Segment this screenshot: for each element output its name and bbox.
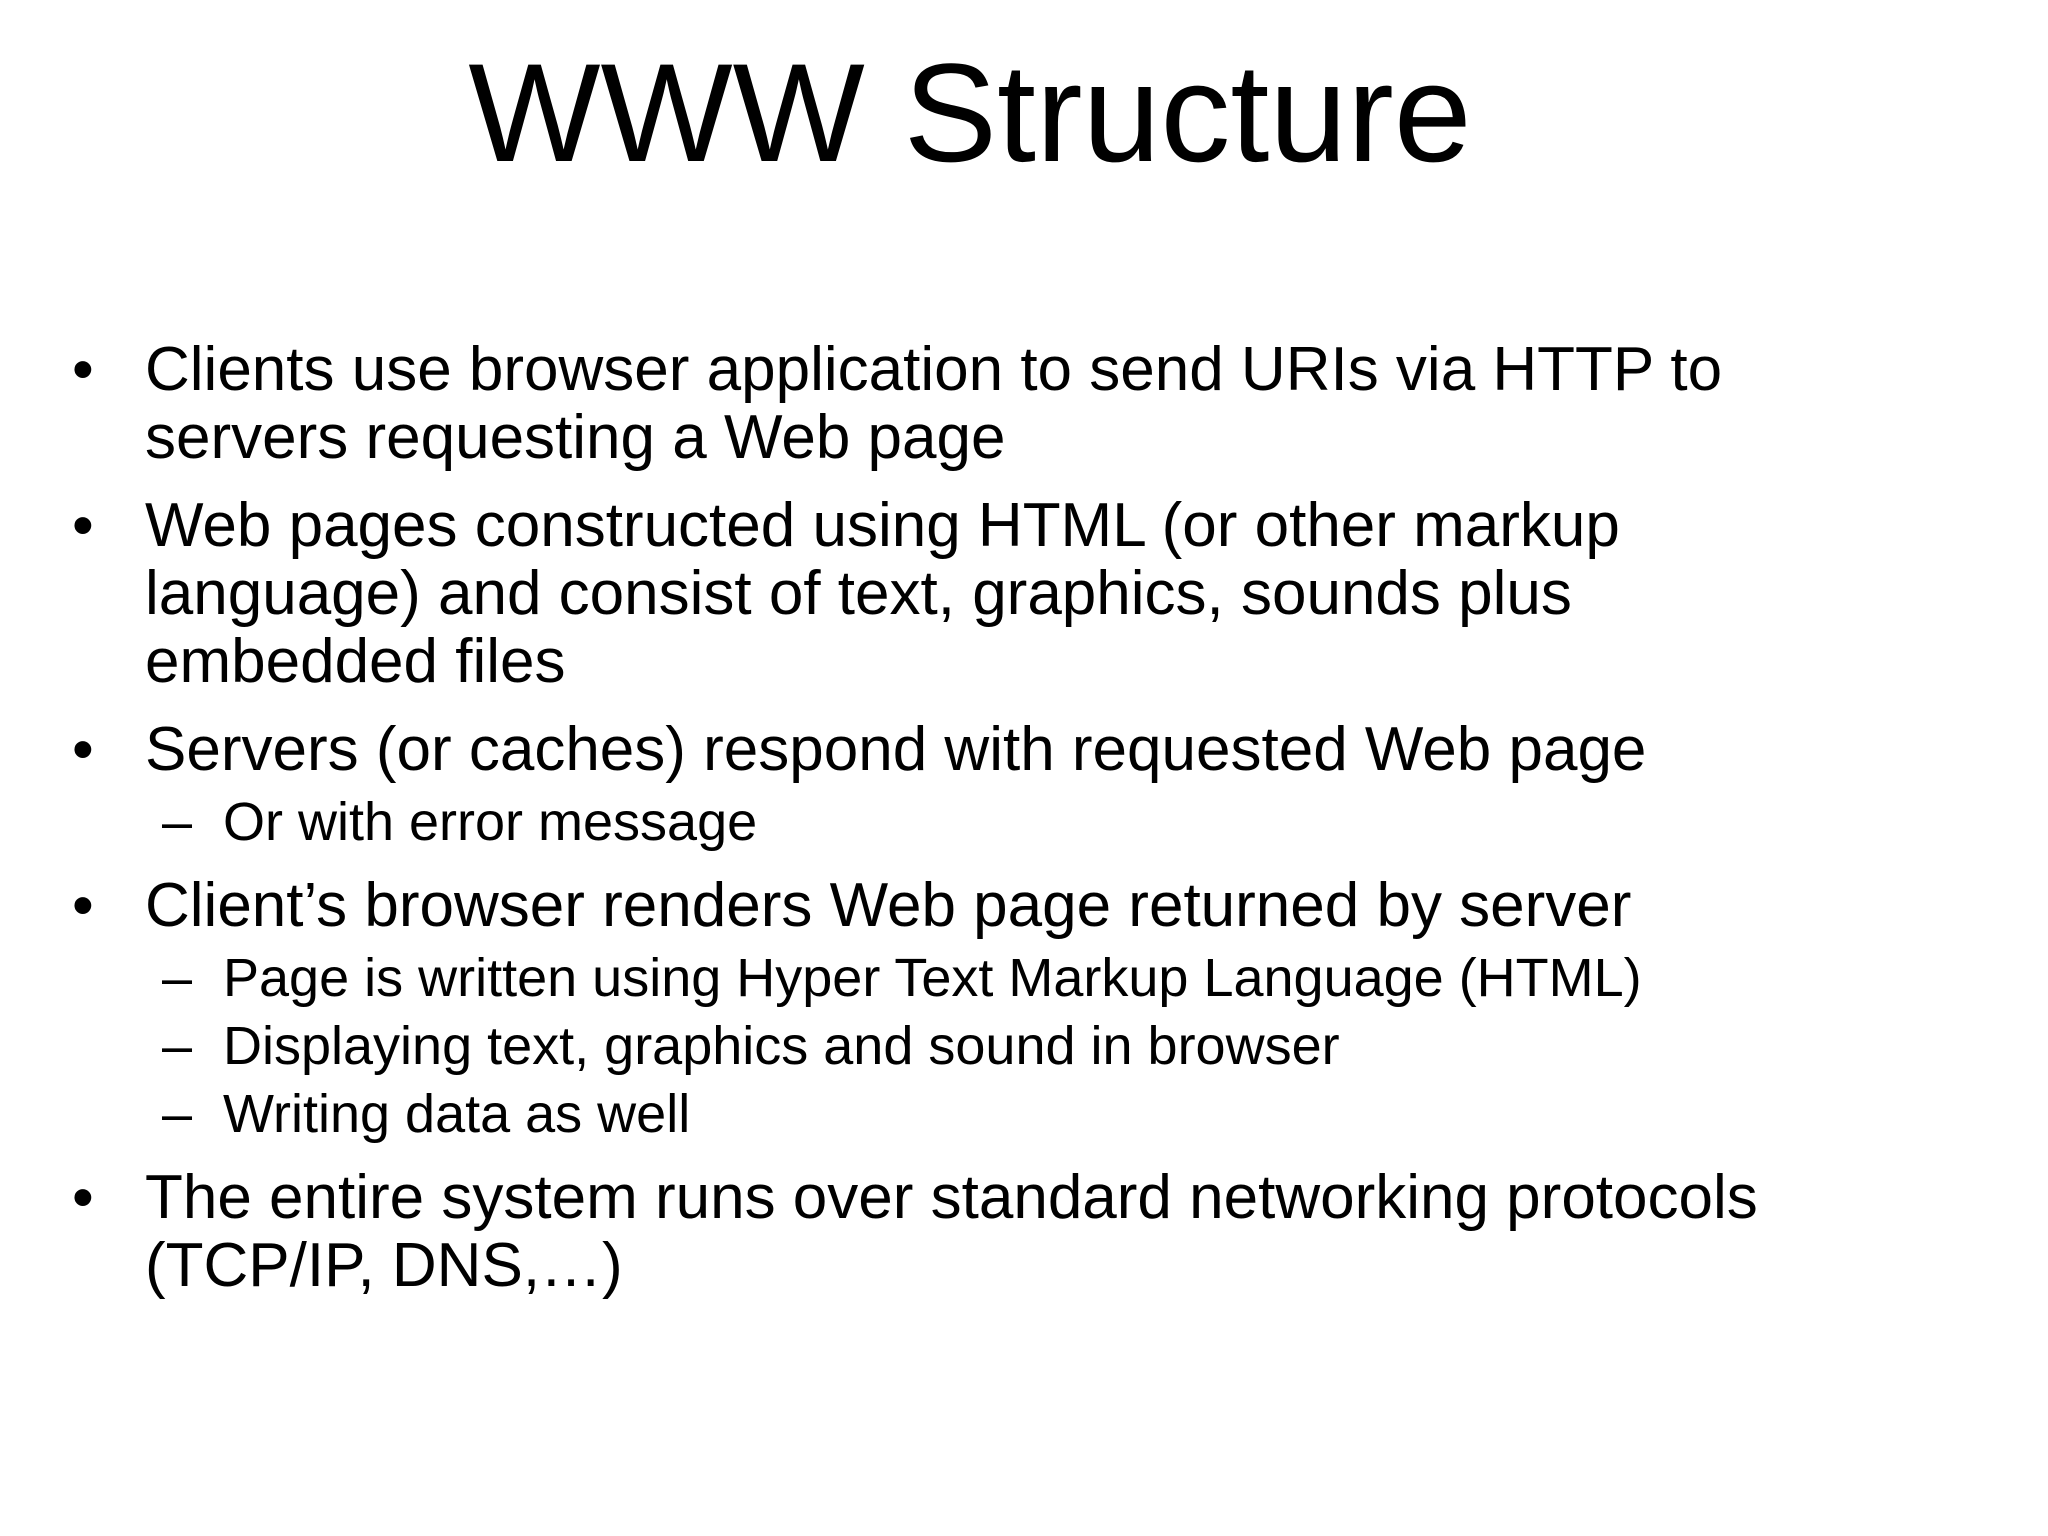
dash-marker-icon: – [162, 1084, 193, 1144]
bullet-item: • Clients use browser application to sen… [72, 336, 1812, 472]
sub-bullet-text: Or with error message [223, 792, 758, 852]
bullet-item: • Servers (or caches) respond with reque… [72, 716, 1812, 784]
bullet-text: Servers (or caches) respond with request… [145, 715, 1647, 784]
sub-bullet-text: Page is written using Hyper Text Markup … [223, 948, 1642, 1008]
bullet-text: The entire system runs over standard net… [145, 1163, 1758, 1300]
sub-bullet-text: Writing data as well [223, 1084, 691, 1144]
bullet-marker-icon: • [72, 335, 94, 404]
sub-bullet-item: – Displaying text, graphics and sound in… [72, 1016, 1812, 1076]
sub-bullet-item: – Or with error message [72, 792, 1812, 852]
dash-marker-icon: – [162, 948, 193, 1008]
bullet-item: • Web pages constructed using HTML (or o… [72, 492, 1812, 696]
bullet-marker-icon: • [72, 1163, 94, 1232]
bullet-marker-icon: • [72, 491, 94, 560]
dash-marker-icon: – [162, 1016, 193, 1076]
bullet-marker-icon: • [72, 871, 94, 940]
dash-marker-icon: – [162, 792, 193, 852]
bullet-item: • The entire system runs over standard n… [72, 1164, 1812, 1300]
sub-bullet-item: – Writing data as well [72, 1084, 1812, 1144]
bullet-text: Web pages constructed using HTML (or oth… [145, 491, 1620, 696]
bullet-text: Clients use browser application to send … [145, 335, 1723, 472]
bullet-list: • Clients use browser application to sen… [72, 336, 1812, 1300]
bullet-item: • Client’s browser renders Web page retu… [72, 872, 1812, 940]
sub-bullet-item: – Page is written using Hyper Text Marku… [72, 948, 1812, 1008]
sub-bullet-text: Displaying text, graphics and sound in b… [223, 1016, 1340, 1076]
slide-title: WWW Structure [468, 34, 1472, 191]
bullet-marker-icon: • [72, 715, 94, 784]
bullet-text: Client’s browser renders Web page return… [145, 871, 1632, 940]
